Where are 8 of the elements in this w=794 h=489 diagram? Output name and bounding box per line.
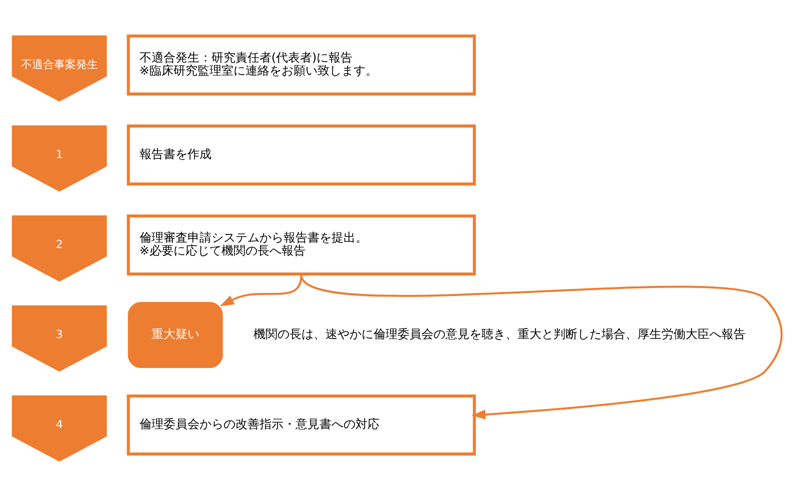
- arrow: [300, 274, 783, 419]
- node-box: 不適合発生：研究責任者(代表者)に報告 ※臨床研究監理室に連絡をお願い致します。: [126, 34, 476, 95]
- node-box: 倫理委員会からの改善指示・意見書への対応: [126, 394, 476, 455]
- arrow: [220, 274, 302, 306]
- node-label: 機関の長は、速やかに倫理委員会の意見を聴き、重大と判断した場合、厚生労働大臣へ報告: [253, 326, 746, 341]
- node-box: 報告書を作成: [126, 124, 476, 185]
- node-box: 倫理審査申請システムから報告書を提出。 ※必要に応じて機関の長へ報告: [126, 214, 476, 275]
- node-box: 重大疑い: [128, 302, 223, 368]
